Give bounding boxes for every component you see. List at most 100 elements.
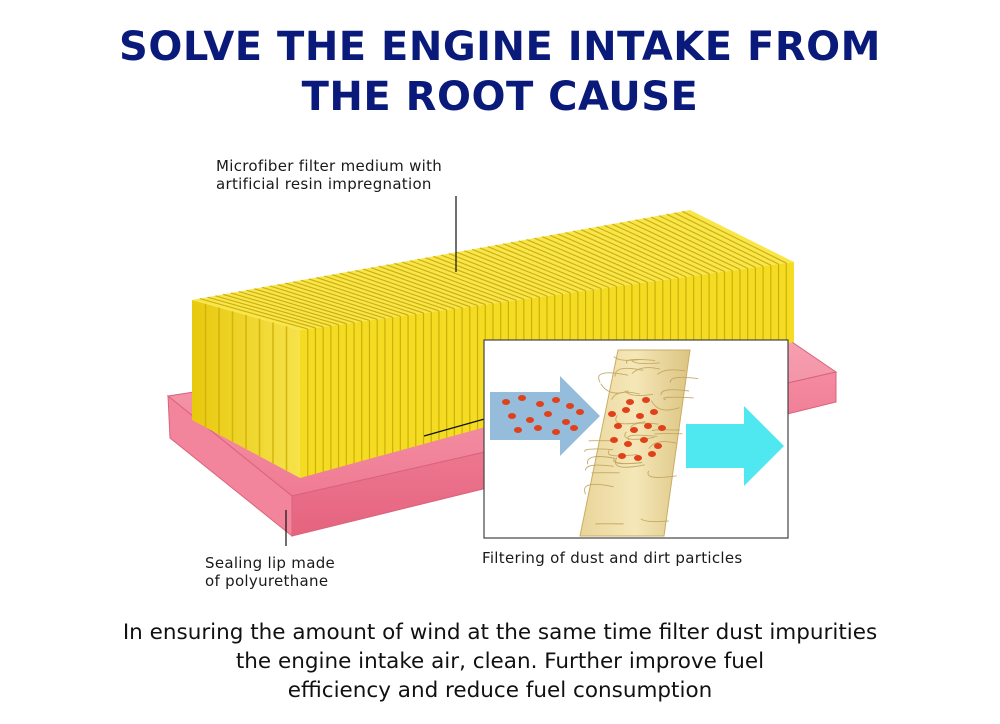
trapped-dust-particle	[626, 399, 634, 405]
fiber-strand	[585, 464, 614, 471]
pleat-line	[503, 243, 609, 289]
pleat-line	[681, 210, 787, 264]
pleat-line	[479, 247, 586, 292]
pleat-line	[386, 264, 494, 305]
dust-particle	[536, 401, 544, 407]
pleat-line	[596, 226, 702, 276]
fiber-strand	[647, 470, 677, 478]
pleat-line	[464, 250, 571, 294]
pleat-line	[215, 295, 324, 328]
pleat-line	[308, 278, 416, 315]
pleat-line	[300, 279, 409, 316]
pleat-line	[635, 219, 741, 270]
pleat-line	[448, 253, 555, 296]
fiber-strand	[654, 433, 683, 435]
fiber-strand	[584, 448, 614, 453]
trapped-dust-particle	[608, 411, 616, 417]
pleat-line	[433, 255, 540, 298]
pleat-line	[230, 292, 339, 326]
pleat-line	[339, 272, 447, 311]
pleat-line	[261, 286, 370, 322]
trapped-dust-particle	[648, 451, 656, 457]
description-line-3: efficiency and reduce fuel consumption	[287, 678, 713, 703]
pleat-line	[565, 231, 671, 280]
fiber-strand	[669, 376, 699, 383]
filter-medium-label-line-1: Microfiber filter medium with	[216, 157, 443, 175]
pleat-line	[619, 222, 725, 273]
pleat-line	[292, 281, 401, 317]
trapped-dust-particle	[658, 425, 666, 431]
pleat-line	[541, 236, 648, 283]
fiber-strand	[663, 396, 694, 401]
dust-particle	[566, 403, 574, 409]
pleat-line	[495, 244, 602, 290]
sealing-lip-label-line-1: Sealing lip made	[205, 554, 336, 572]
fiber-strand	[651, 429, 681, 432]
trapped-dust-particle	[630, 427, 638, 433]
pleat-line	[425, 257, 532, 299]
dust-particle	[552, 397, 560, 403]
fiber-strand	[624, 390, 654, 396]
description-line-1: In ensuring the amount of wind at the sa…	[122, 620, 878, 645]
pleat-line	[643, 217, 748, 269]
pleat-line	[658, 215, 764, 267]
pleat-line	[580, 229, 687, 278]
fiber-strand	[631, 367, 660, 375]
pleat-line	[557, 233, 664, 281]
trapped-dust-particle	[634, 455, 642, 461]
filtering-inset	[483, 339, 789, 539]
pleat-line	[316, 276, 424, 314]
trapped-dust-particle	[644, 423, 652, 429]
dust-particle	[514, 427, 522, 433]
pleat-line	[246, 289, 355, 324]
pleat-line	[417, 258, 525, 300]
trapped-dust-particle	[642, 397, 650, 403]
pleat-line	[456, 251, 563, 295]
description-text: In ensuring the amount of wind at the sa…	[0, 618, 1000, 705]
title-line-2: THE ROOT CAUSE	[301, 74, 699, 120]
pleat-line	[324, 275, 432, 313]
dust-particle	[518, 395, 526, 401]
inset-caption: Filtering of dust and dirt particles	[482, 549, 743, 567]
dust-particle	[502, 399, 510, 405]
pleat-line	[588, 227, 694, 277]
pleat-line	[526, 238, 633, 285]
trapped-dust-particle	[614, 423, 622, 429]
fiber-strand	[614, 367, 644, 377]
fiber-strand	[587, 456, 616, 465]
pleat-line	[238, 290, 347, 325]
pleat-line	[331, 274, 440, 312]
dust-particle	[534, 425, 542, 431]
fiber-strand	[612, 460, 642, 465]
dust-particle	[552, 429, 560, 435]
pleat-line	[573, 230, 679, 279]
fiber-strand	[598, 372, 629, 383]
fiber-strand	[630, 422, 659, 428]
fiber-strand	[584, 483, 614, 495]
pleat-line	[199, 298, 308, 330]
sealing-lip-label: Sealing lip made of polyurethane	[205, 554, 335, 590]
pleat-line	[518, 240, 625, 286]
trapped-dust-particle	[640, 437, 648, 443]
pleat-line	[471, 248, 579, 293]
pleat-line	[269, 285, 378, 320]
fiber-strand	[611, 391, 640, 400]
pleat-line	[627, 220, 733, 272]
dust-particle	[562, 419, 570, 425]
filter-medium-label-line-2: artificial resin impregnation	[216, 175, 432, 193]
trapped-dust-particle	[654, 443, 662, 449]
description-line-2: the engine intake air, clean. Further im…	[235, 649, 765, 674]
pleat-line	[362, 268, 471, 308]
fiber-strand	[657, 369, 686, 375]
pleat-line	[347, 271, 455, 310]
trapped-dust-particle	[624, 441, 632, 447]
fiber-strand	[650, 400, 680, 411]
pleat-line	[401, 261, 509, 302]
pleat-line	[666, 213, 772, 266]
fiber-strand	[660, 389, 690, 396]
title-line-1: SOLVE THE ENGINE INTAKE FROM	[119, 24, 881, 70]
pleat-line	[549, 234, 656, 282]
fiber-strand	[607, 450, 638, 457]
fiber-strand	[640, 518, 669, 523]
